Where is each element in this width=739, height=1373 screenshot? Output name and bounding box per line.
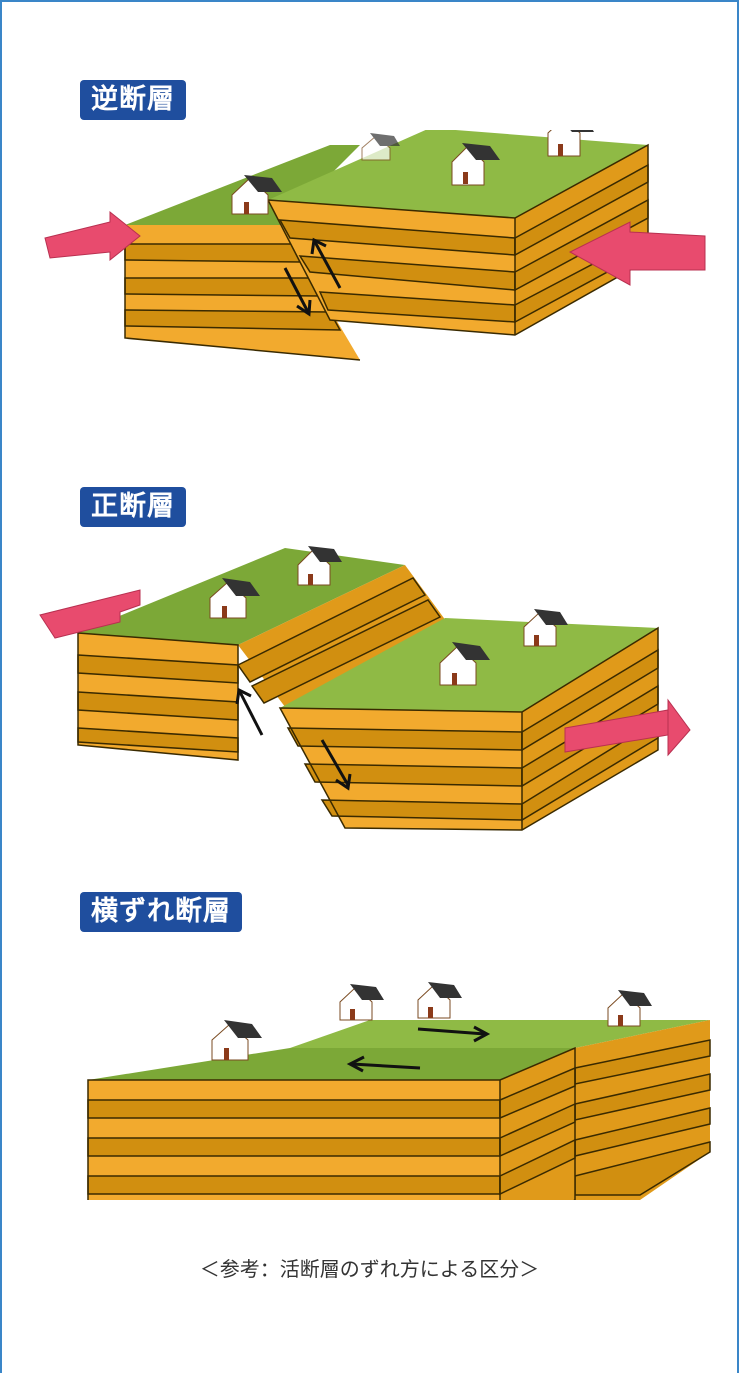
strike-front-block	[87, 1046, 576, 1200]
house-icon	[607, 990, 652, 1027]
house-icon	[297, 546, 342, 586]
house-icon	[211, 1020, 262, 1061]
reverse-fault-label: 逆断層	[80, 80, 186, 120]
normal-fault-label: 正断層	[80, 487, 186, 527]
house-icon	[547, 130, 594, 157]
house-icon	[523, 609, 568, 647]
strike-back-block	[290, 1020, 711, 1200]
slip-arrow-icon	[346, 1025, 491, 1073]
normal-fault-illustration	[39, 546, 691, 831]
compression-arrow-icon	[568, 221, 706, 286]
house-icon	[209, 578, 260, 619]
tension-arrow-icon	[39, 589, 141, 639]
compression-arrow-icon	[44, 210, 141, 262]
house-icon	[339, 984, 384, 1021]
strike-slip-fault-illustration	[87, 982, 711, 1200]
house-icon	[439, 642, 490, 686]
slip-arrow-icon	[235, 687, 352, 791]
reverse-fault-illustration	[44, 130, 706, 361]
slip-arrow-icon	[283, 237, 342, 317]
house-icon	[361, 133, 400, 161]
house-icon	[231, 175, 282, 215]
house-icon	[451, 143, 500, 186]
strike-slip-fault-label: 横ずれ断層	[80, 892, 242, 932]
house-icon	[417, 982, 462, 1019]
figure-caption: ＜参考：活断層のずれ方による区分＞	[199, 1257, 540, 1281]
